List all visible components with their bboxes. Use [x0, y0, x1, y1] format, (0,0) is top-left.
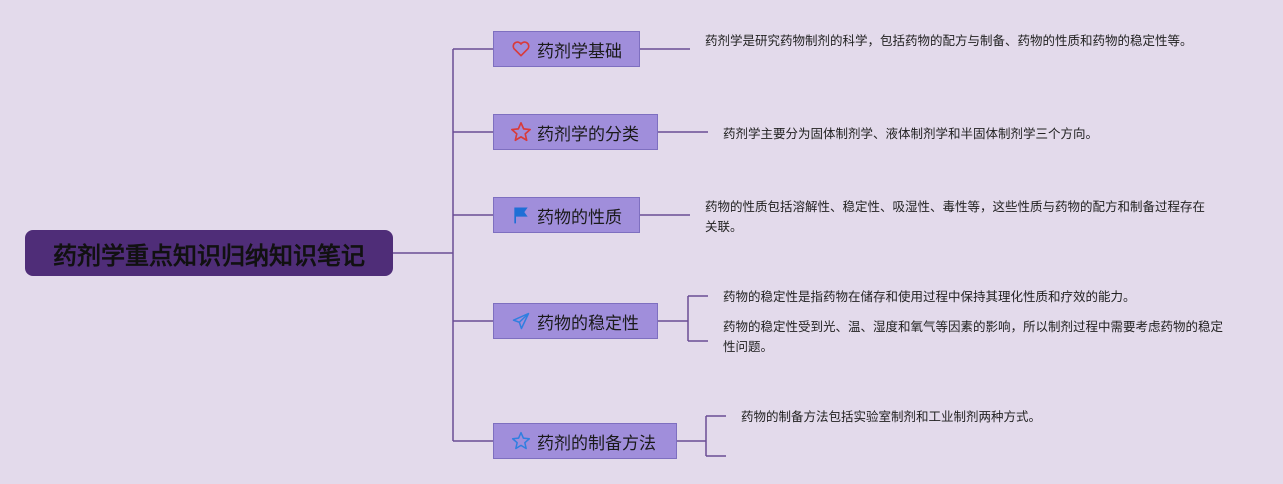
topic-label: 药剂学的分类	[537, 124, 639, 145]
note-basics: 药剂学是研究药物制剂的科学，包括药物的配方与制备、药物的性质和药物的稳定性等。	[705, 33, 1193, 48]
topic-label: 药物的稳定性	[537, 313, 639, 334]
topic-basics[interactable]: 药剂学基础	[493, 31, 640, 67]
topic-classification[interactable]: 药剂学的分类	[493, 114, 658, 150]
star-icon	[510, 430, 532, 452]
root-title: 药剂学重点知识归纳知识笔记	[53, 241, 365, 270]
topic-label: 药剂学基础	[537, 41, 622, 62]
note-preparation: 药物的制备方法包括实验室制剂和工业制剂两种方式。	[741, 409, 1042, 424]
topic-properties[interactable]: 药物的性质	[493, 197, 640, 233]
note-stability-1: 药物的稳定性是指药物在储存和使用过程中保持其理化性质和疗效的能力。	[723, 289, 1136, 304]
note-classification: 药剂学主要分为固体制剂学、液体制剂学和半固体制剂学三个方向。	[723, 126, 1099, 141]
flag-icon	[510, 204, 532, 226]
root-topic[interactable]: 药剂学重点知识归纳知识笔记	[25, 230, 393, 276]
topic-label: 药物的性质	[537, 207, 622, 228]
heart-icon	[510, 38, 532, 60]
star-outline-icon	[510, 121, 532, 143]
topic-label: 药剂的制备方法	[537, 433, 656, 454]
topic-stability[interactable]: 药物的稳定性	[493, 303, 658, 339]
note-properties: 药物的性质包括溶解性、稳定性、吸湿性、毒性等，这些性质与药物的配方和制备过程存在…	[705, 199, 1206, 234]
note-stability-2: 药物的稳定性受到光、温、湿度和氧气等因素的影响，所以制剂过程中需要考虑药物的稳定…	[723, 319, 1224, 354]
paper-plane-icon	[510, 310, 532, 332]
topic-preparation[interactable]: 药剂的制备方法	[493, 423, 677, 459]
